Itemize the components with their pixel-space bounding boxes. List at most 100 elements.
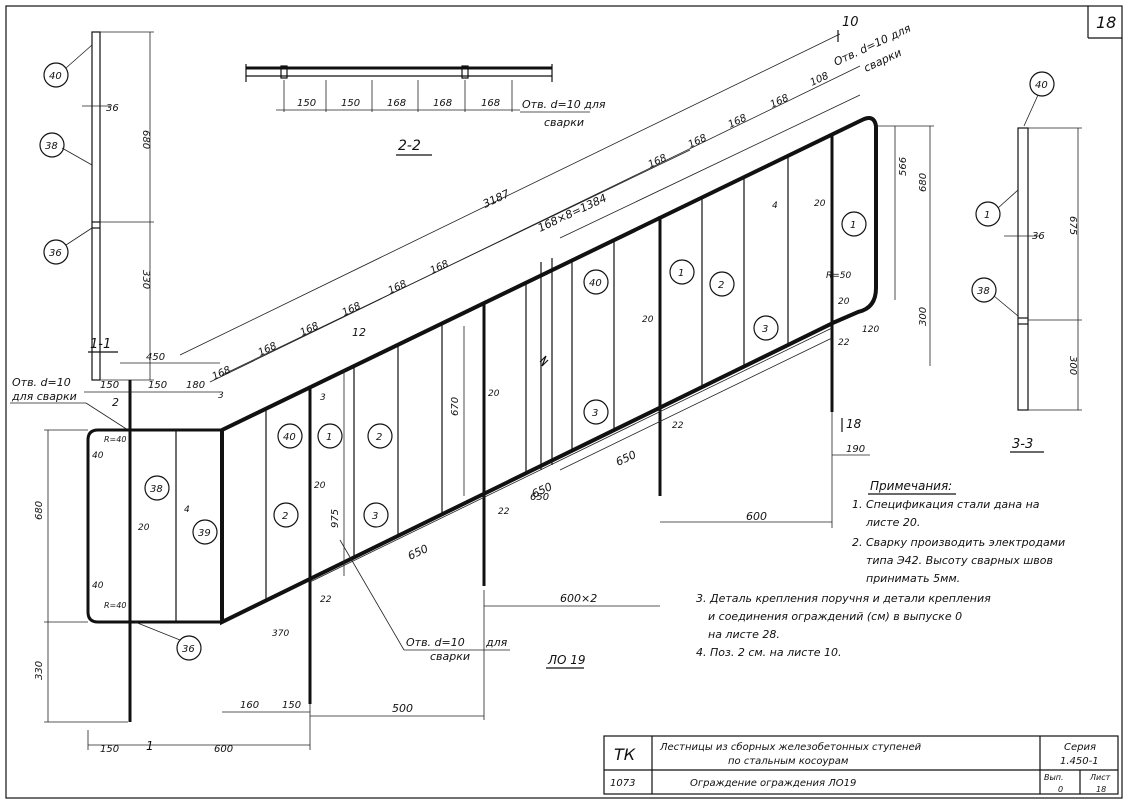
svg-text:Лист: Лист [1089,773,1111,782]
svg-text:1. Спецификация стали дана на: 1. Спецификация стали дана на [852,498,1040,511]
svg-text:3: 3 [218,391,224,401]
svg-text:20: 20 [138,523,150,533]
svg-text:22: 22 [838,338,850,348]
svg-text:1: 1 [984,210,990,221]
svg-text:типа Э42. Высоту сварных швов: типа Э42. Высоту сварных швов [866,554,1053,567]
svg-text:168: 168 [387,279,409,297]
svg-text:R=40: R=40 [104,435,126,444]
svg-text:22: 22 [498,507,510,517]
svg-text:Отв. d=10 для: Отв. d=10 для [522,98,606,111]
balusters [265,155,789,601]
section-title-3-3: 3-3 [1012,437,1033,452]
svg-text:для: для [485,636,508,649]
svg-text:36: 36 [1032,231,1045,242]
svg-text:Лестницы из сборных железобето: Лестницы из сборных железобетонных ступе… [659,741,922,753]
svg-text:680: 680 [918,173,929,192]
svg-text:500: 500 [392,702,413,715]
svg-text:168: 168 [257,341,279,359]
dim-680: 680 [140,130,151,149]
svg-text:150: 150 [297,98,316,109]
svg-text:168: 168 [647,153,669,171]
svg-text:20: 20 [838,297,850,307]
dim-36: 36 [106,103,119,114]
svg-text:150: 150 [148,380,167,391]
svg-text:3. Деталь крепления поручня и: 3. Деталь крепления поручня и детали кре… [696,592,991,605]
post-3-3 [1017,127,1029,411]
svg-text:Вып.: Вып. [1044,773,1064,782]
svg-text:3: 3 [762,324,768,335]
svg-text:принимать 5мм.: принимать 5мм. [866,572,960,585]
svg-text:650: 650 [530,492,549,503]
notes: Примечания: 1. Спецификация стали дана н… [696,479,1065,659]
svg-text:670: 670 [450,397,461,416]
svg-text:168: 168 [387,98,406,109]
svg-text:680: 680 [34,501,45,520]
section-title-2-2: 2-2 [398,138,421,154]
svg-text:на листе 28.: на листе 28. [708,628,780,641]
svg-text:190: 190 [846,444,865,455]
svg-text:650: 650 [614,448,639,469]
svg-text:2: 2 [376,432,382,443]
svg-text:38: 38 [45,141,58,152]
sheet-frame [5,5,1123,799]
svg-text:168: 168 [211,365,233,383]
svg-text:0: 0 [1058,785,1063,794]
svg-text:40: 40 [283,432,296,443]
frame-1-1 [86,428,224,624]
svg-text:168: 168 [433,98,452,109]
svg-text:40: 40 [1035,80,1048,91]
title-block: ТК Лестницы из сборных железобетонных ст… [603,735,1119,795]
svg-text:330: 330 [34,661,45,680]
svg-text:675: 675 [1067,216,1078,235]
section-title-1-1: 1-1 [90,337,111,352]
svg-text:1.450-1: 1.450-1 [1060,756,1099,767]
dim-330: 330 [140,270,151,289]
svg-text:168: 168 [727,113,749,131]
section-2-2: 150 150 168 168 168 Отв. d=10 для сварки… [245,64,606,156]
handrail-outline [220,116,878,626]
svg-text:R=50: R=50 [826,271,852,281]
bubble-40 [43,62,69,88]
svg-text:168: 168 [769,93,791,111]
svg-text:1: 1 [326,432,332,443]
svg-text:22: 22 [672,421,684,431]
bubble-36 [43,239,69,265]
svg-text:150: 150 [100,380,119,391]
svg-text:20: 20 [642,315,654,325]
svg-text:ТК: ТК [614,745,636,764]
svg-text:и соединения ограждений (см) в: и соединения ограждений (см) в выпуске 0 [708,610,962,623]
svg-text:12: 12 [352,326,366,339]
section-3-3: 675 300 36 40 1 38 3-3 [971,71,1082,453]
svg-text:168: 168 [687,133,709,151]
svg-text:2: 2 [112,396,119,409]
notes-header: Примечания: [870,479,952,493]
svg-text:20: 20 [814,199,826,209]
svg-text:3187: 3187 [481,187,512,211]
svg-text:650: 650 [406,542,431,563]
svg-text:2. Сварку производить электрод: 2. Сварку производить электродами [852,536,1065,549]
sheet-number: 18 [1096,13,1116,32]
svg-text:20: 20 [314,481,326,491]
svg-text:450: 450 [146,352,165,363]
main-railing-view: 3187 168×8=1384 168 168 168 168 168 168 … [179,15,934,720]
svg-text:40: 40 [49,71,62,82]
svg-text:4: 4 [772,201,778,211]
svg-text:600×2: 600×2 [560,592,597,605]
svg-text:Ограждение ограждения ЛО19: Ограждение ограждения ЛО19 [690,778,856,789]
svg-text:1: 1 [146,739,154,753]
svg-text:18: 18 [846,417,862,431]
svg-text:20: 20 [488,389,500,399]
svg-text:Отв. d=10: Отв. d=10 [406,636,465,649]
svg-text:600: 600 [214,744,233,755]
svg-text:36: 36 [49,248,62,259]
svg-text:сварки: сварки [544,116,584,129]
svg-text:38: 38 [150,484,163,495]
svg-text:3: 3 [592,408,598,419]
svg-text:Серия: Серия [1064,742,1096,753]
svg-text:38: 38 [977,286,990,297]
bubble-38 [39,132,65,158]
svg-text:975: 975 [330,509,341,528]
drawing-name: ЛО 19 [547,653,586,667]
